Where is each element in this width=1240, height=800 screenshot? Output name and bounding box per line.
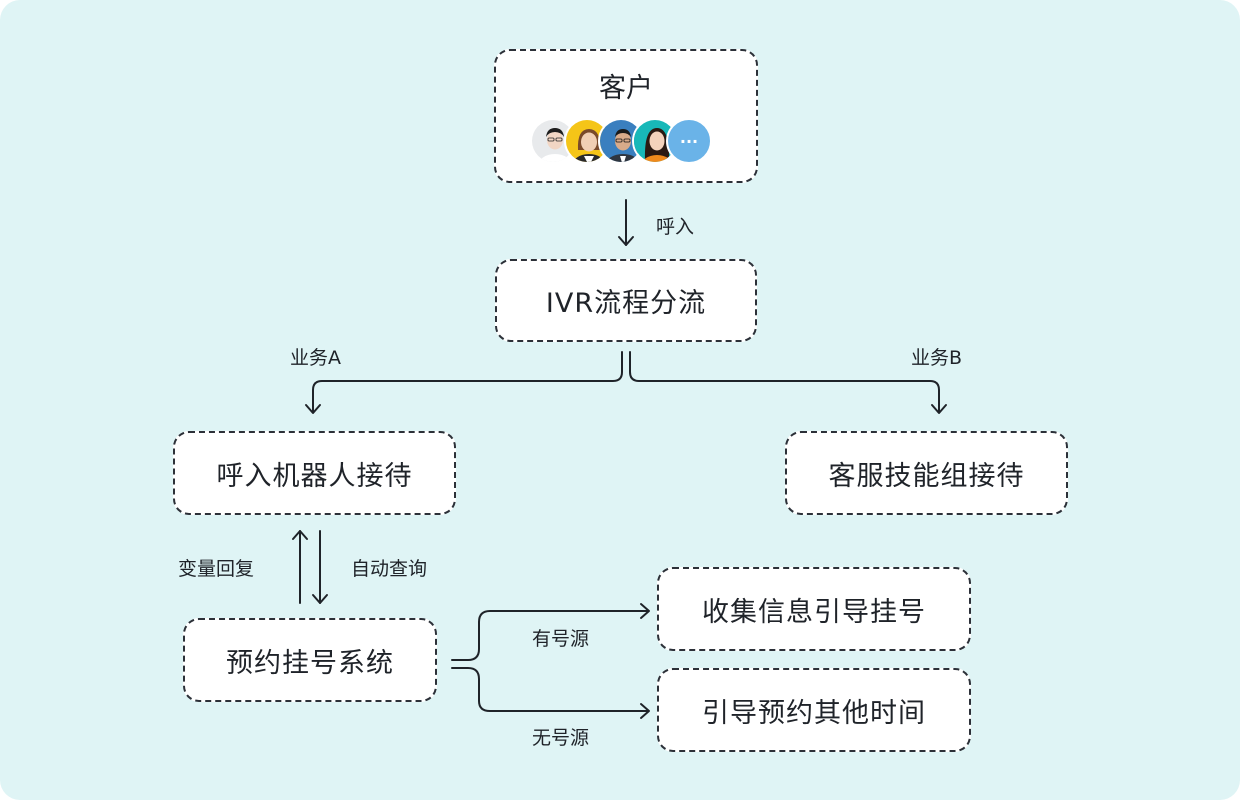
edge-has-source [451,603,650,661]
edge-label-variable-reply: 变量回复 [178,558,255,580]
edge-label-no-source: 无号源 [532,727,590,749]
node-booking-system: 预约挂号系统 [183,618,437,702]
edge-label-business-b: 业务B [911,347,963,369]
edge-label-has-source: 有号源 [532,628,590,650]
node-skill-group-reception: 客服技能组接待 [785,431,1068,515]
more-customers-icon: ··· [666,118,712,164]
edge-call-in [618,199,634,246]
edge-auto-query [312,530,328,604]
edge-business-a [305,351,623,414]
node-robot-reception: 呼入机器人接待 [173,431,456,515]
customer-avatar-4 [632,118,678,164]
node-guide-other-time: 引导预约其他时间 [657,668,971,752]
node-ivr: IVR流程分流 [495,259,757,342]
node-collect-info: 收集信息引导挂号 [657,567,971,651]
customer-avatar-1 [530,118,576,164]
edge-label-auto-query: 自动查询 [351,558,428,580]
node-customer-label: 客户 [599,73,653,104]
edge-variable-reply [292,530,308,604]
edge-label-business-a: 业务A [290,347,341,369]
edge-no-source [451,667,650,719]
edge-label-call-in: 呼入 [656,216,695,238]
edge-business-b [629,351,947,414]
